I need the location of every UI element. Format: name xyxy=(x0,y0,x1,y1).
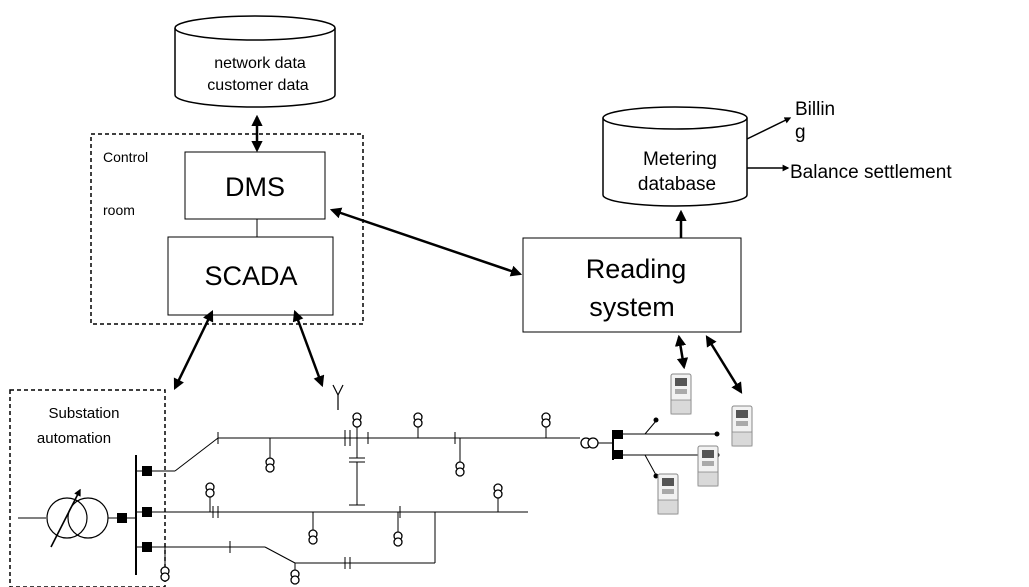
substation-automation: Substation automation xyxy=(9,389,166,587)
reading-system-label-line1: Reading xyxy=(586,254,687,284)
billing-arrow xyxy=(746,117,792,140)
scada-antenna-link-arrow xyxy=(292,309,325,388)
distribution-transformer-icon xyxy=(393,531,403,547)
connection-point xyxy=(714,431,720,437)
feeder-network xyxy=(152,426,613,570)
reading-meter-link-arrow-2 xyxy=(705,335,743,394)
dms-label: DMS xyxy=(225,172,285,202)
breaker-icon xyxy=(614,450,623,459)
metering-db-label-line2: database xyxy=(638,174,716,195)
substation-boundary xyxy=(9,389,166,587)
metering-db-label-line1: Metering xyxy=(643,149,717,170)
secondary-transformer-icon xyxy=(580,437,599,449)
connection-point xyxy=(653,473,659,479)
network-customer-database: network data customer data xyxy=(174,15,336,108)
substation-label-line2: automation xyxy=(37,430,111,447)
distribution-transformer-icon xyxy=(290,569,300,585)
dms-box xyxy=(184,151,326,220)
reading-meter-link-arrow xyxy=(674,334,689,370)
breaker-stubs xyxy=(136,470,142,548)
connection-point xyxy=(653,417,659,423)
scada-label: SCADA xyxy=(204,261,297,291)
billing-label-line1: Billin xyxy=(795,99,835,120)
breaker-icon xyxy=(142,507,152,517)
distribution-transformer-icon xyxy=(352,412,362,428)
distribution-transformer-icon xyxy=(493,483,503,499)
dms-reading-link-arrow xyxy=(329,207,523,277)
breaker-icon xyxy=(142,542,152,552)
antenna-icon xyxy=(332,384,344,410)
distribution-transformer-icon xyxy=(308,529,318,545)
billing-label-line2: g xyxy=(795,122,806,143)
reading-system: Reading system xyxy=(522,237,742,333)
breaker-icon xyxy=(142,466,152,476)
control-room-label-line1: Control xyxy=(103,149,148,165)
database-label-line1: network data xyxy=(214,55,306,72)
electricity-meter-icon xyxy=(731,405,753,447)
metering-database: Metering database xyxy=(602,106,748,207)
distribution-transformer-icon xyxy=(160,566,170,582)
electricity-meter-icon xyxy=(657,473,679,515)
breaker-icon xyxy=(614,430,623,439)
balance-settlement-label: Balance settlement xyxy=(790,162,952,183)
electricity-meter-icon xyxy=(670,373,692,415)
breaker-icon xyxy=(117,513,127,523)
distribution-transformer-icon xyxy=(541,412,551,428)
electricity-meter-icon xyxy=(697,445,719,487)
reading-system-box xyxy=(522,237,742,333)
control-room-label-line2: room xyxy=(103,202,135,218)
substation-label-line1: Substation xyxy=(49,405,120,422)
distribution-transformer-icon xyxy=(413,412,423,428)
database-label-line2: customer data xyxy=(207,77,308,94)
distribution-transformer-icon xyxy=(205,482,215,498)
reading-system-label-line2: system xyxy=(589,292,675,322)
substation-transformer-icon xyxy=(18,488,118,548)
distribution-transformer-icon xyxy=(455,461,465,477)
scada-substation-link-arrow xyxy=(173,309,214,391)
control-room: Control room DMS SCADA xyxy=(90,133,364,325)
distribution-transformer-icon xyxy=(265,457,275,473)
